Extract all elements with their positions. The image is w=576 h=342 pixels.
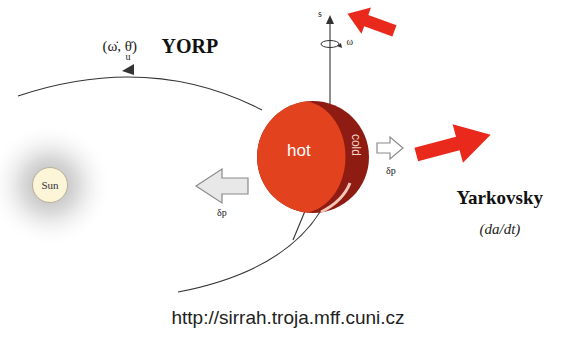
yarkovsky-rate: (da/dt) [480,221,521,238]
orbit-line [18,77,262,110]
sun-glow [0,123,112,247]
cold-side-label: cold [348,133,362,155]
yarkovsky-arrow [411,115,496,174]
spin-ellipse [321,41,339,48]
momentum-label: δp [386,165,396,177]
spin-arrowhead [337,43,342,48]
momentum-arrow [377,137,403,159]
asteroid-body: hot cold [257,101,369,213]
momentum-arrow [196,169,248,203]
spin-trace [293,211,305,240]
momentum-label: δp [217,207,227,219]
yorp-title: YORP [162,35,219,58]
spin-axis-label: s [318,8,322,20]
source-url: http://sirrah.troja.mff.cuni.cz [172,307,405,329]
orbit-arrowhead [122,64,134,75]
hot-side [257,101,345,213]
orbit-line [178,212,320,292]
asteroid-shape [257,101,369,213]
velocity-label: u [126,51,131,63]
spin-axis-head [326,15,334,24]
sun-circle: Sun [32,167,68,203]
spin-axis [329,22,330,104]
cold-side [257,101,369,213]
terminator-arc [321,183,350,212]
yarkovsky-title: Yarkovsky [457,187,544,209]
sun-disc [33,168,68,203]
yorp-rates: (ω̇, θ̇) [103,38,138,55]
hot-side-label: hot [287,141,311,161]
sun-label: Sun [42,179,59,192]
spin-rate-label: ω [347,36,354,48]
